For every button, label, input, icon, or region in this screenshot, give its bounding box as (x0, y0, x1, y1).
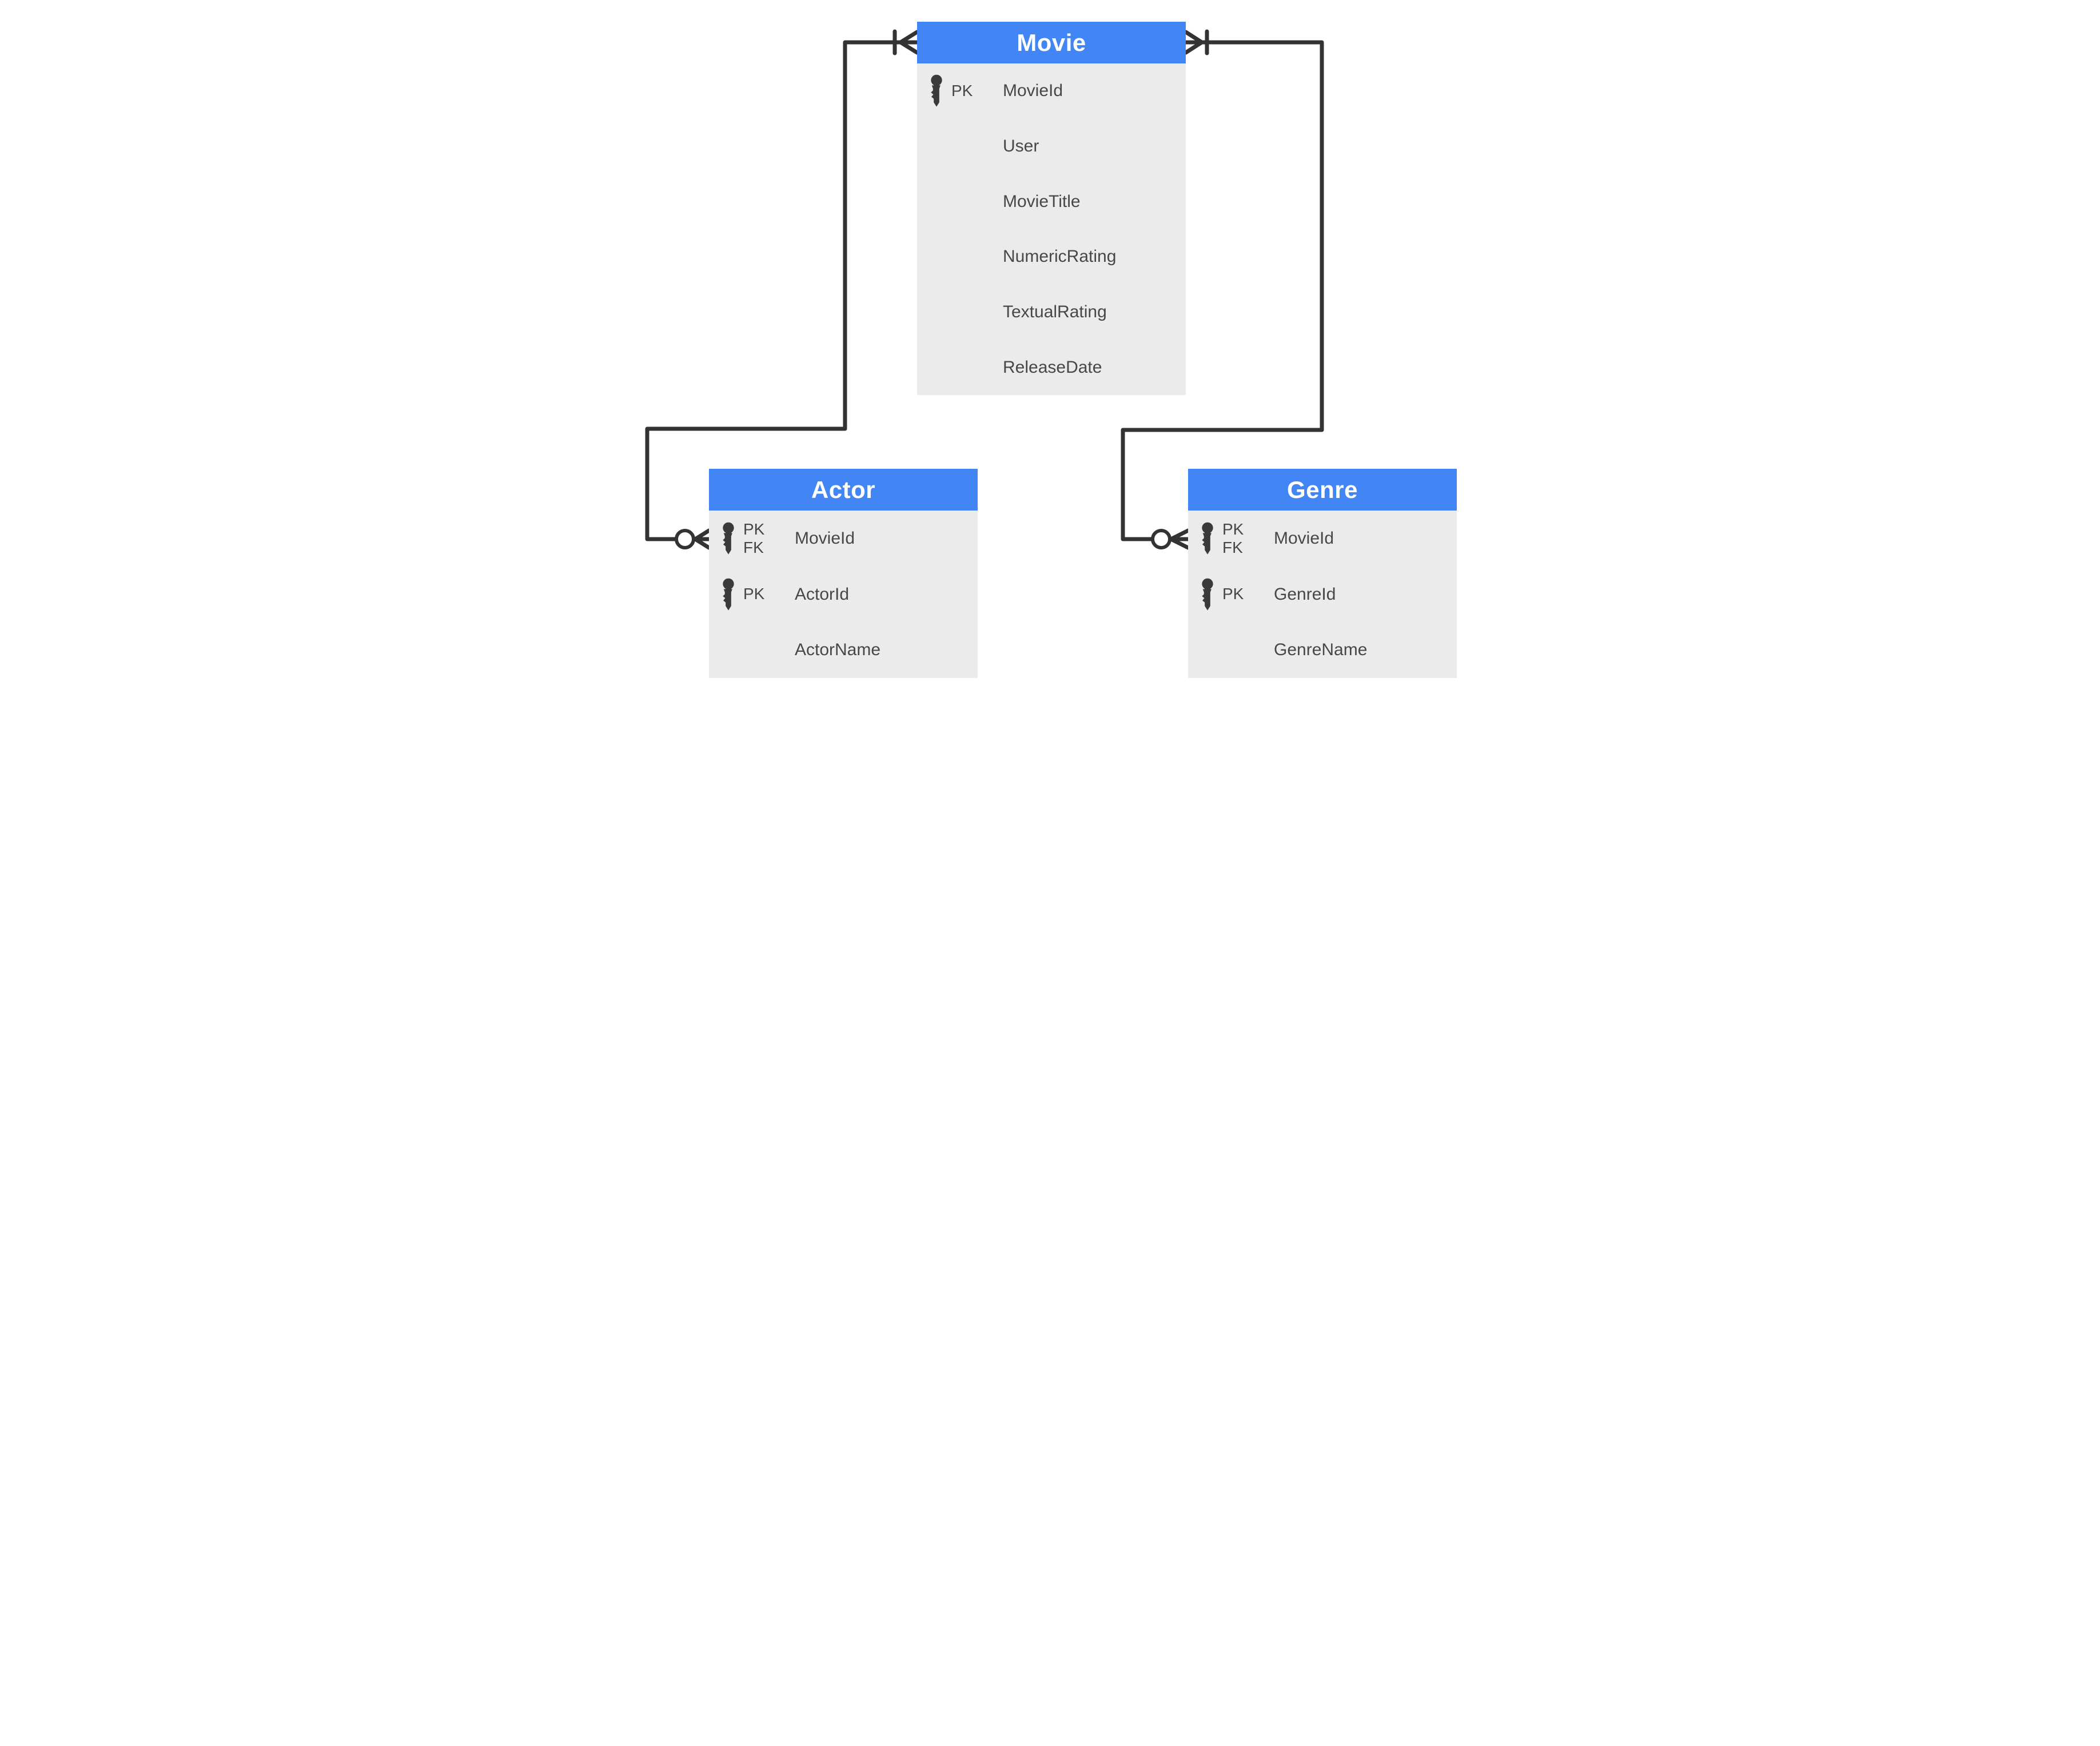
field-name: GenreId (1274, 584, 1336, 604)
primary-key-icon (931, 75, 942, 107)
field-row: PK GenreId (1188, 567, 1457, 623)
field-name: GenreName (1274, 640, 1368, 660)
field-row: ReleaseDate (917, 340, 1186, 395)
one-or-many-connector-icon (1184, 29, 1209, 55)
key-labels: PK FK (1222, 520, 1274, 557)
entity-field-list: PK FK MovieId PK ActorId ActorName (709, 511, 978, 678)
field-row: PK ActorId (709, 567, 978, 623)
key-labels: PK (951, 82, 1003, 100)
entity-table-genre: Genre PK FK MovieId PK GenreI (1188, 469, 1457, 678)
erd-canvas: Movie PK MovieId User MovieTitle (630, 0, 1470, 699)
field-name: ActorName (795, 640, 881, 660)
primary-key-icon (1202, 578, 1213, 611)
field-name: NumericRating (1003, 247, 1117, 266)
key-labels: PK (1222, 585, 1274, 603)
pk-label: PK (743, 520, 765, 538)
entity-title-bar: Genre (1188, 469, 1457, 511)
field-row: NumericRating (917, 229, 1186, 285)
field-row: PK FK MovieId (709, 511, 978, 567)
entity-title: Actor (811, 476, 876, 503)
field-row: PK MovieId (917, 63, 1186, 119)
key-cell (720, 578, 743, 611)
field-name: MovieId (1003, 81, 1063, 101)
primary-key-icon (1202, 522, 1213, 555)
field-row: ActorName (709, 622, 978, 678)
field-row: GenreName (1188, 622, 1457, 678)
pk-label: PK (1222, 520, 1244, 538)
entity-field-list: PK MovieId User MovieTitle NumericRating (917, 63, 1186, 395)
relationship-line-movie-genre (1121, 40, 1324, 541)
field-name: ReleaseDate (1003, 357, 1102, 377)
field-name: User (1003, 137, 1039, 156)
relationship-line-movie-actor (645, 40, 900, 541)
entity-table-actor: Actor PK FK MovieId PK ActorI (709, 469, 978, 678)
field-row: TextualRating (917, 285, 1186, 340)
key-cell (1200, 522, 1222, 555)
field-name: ActorId (795, 584, 850, 604)
field-row: MovieTitle (917, 174, 1186, 229)
field-name: MovieTitle (1003, 192, 1081, 211)
entity-field-list: PK FK MovieId PK GenreId GenreName (1188, 511, 1457, 678)
zero-or-many-connector-icon (1151, 528, 1190, 550)
fk-label: FK (743, 538, 764, 556)
field-name: MovieId (795, 528, 855, 548)
pk-label: PK (1222, 585, 1244, 603)
one-or-many-connector-icon (892, 29, 919, 55)
key-cell (1200, 578, 1222, 611)
field-name: TextualRating (1003, 302, 1107, 322)
fk-label: FK (1222, 538, 1243, 556)
zero-or-many-connector-icon (675, 528, 711, 550)
entity-title-bar: Actor (709, 469, 978, 511)
key-cell (720, 522, 743, 555)
primary-key-icon (723, 522, 734, 555)
primary-key-icon (723, 578, 734, 611)
field-row: PK FK MovieId (1188, 511, 1457, 567)
key-cell (929, 74, 951, 107)
field-name: MovieId (1274, 528, 1334, 548)
relationship-wires (645, 29, 1324, 550)
entity-title: Movie (1017, 29, 1086, 56)
field-row: User (917, 119, 1186, 174)
entity-title-bar: Movie (917, 22, 1186, 63)
key-labels: PK (743, 585, 795, 603)
pk-label: PK (743, 585, 765, 603)
key-labels: PK FK (743, 520, 795, 557)
entity-title: Genre (1287, 476, 1358, 503)
pk-label: PK (951, 82, 973, 100)
entity-table-movie: Movie PK MovieId User MovieTitle (917, 22, 1186, 395)
